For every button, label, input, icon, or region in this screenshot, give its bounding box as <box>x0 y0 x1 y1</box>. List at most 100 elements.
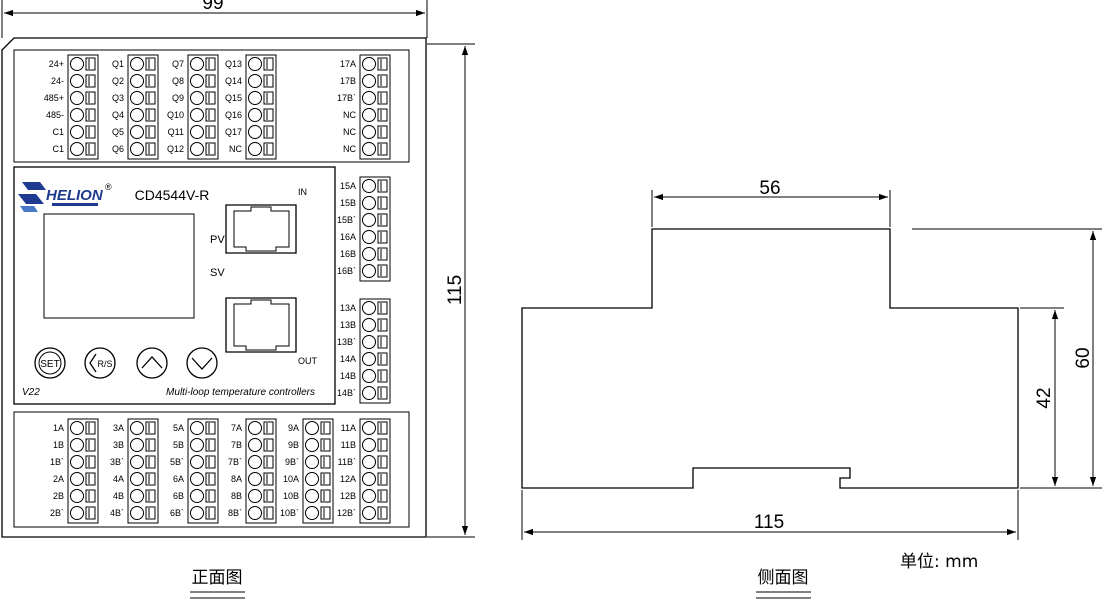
terminal-slot <box>205 421 216 435</box>
terminal-slot <box>145 489 156 503</box>
terminal-screw <box>70 472 84 486</box>
terminal-label: Q15 <box>225 93 242 103</box>
front-width-dimension: 99 <box>1 0 428 38</box>
terminal-label: Q4 <box>112 110 124 120</box>
terminal-screw <box>362 57 376 71</box>
terminal-block: 9A 9B 9B` 10A 10B 10B` <box>280 418 334 524</box>
terminal-label: Q10 <box>167 110 184 120</box>
terminal-label: 9B` <box>285 457 299 467</box>
terminal-screw <box>248 74 262 88</box>
terminal-screw <box>190 506 204 520</box>
terminal-slot <box>377 506 388 520</box>
terminal-label: 8B <box>231 491 242 501</box>
front-height-dimension: 115 <box>427 43 475 538</box>
terminal-screw <box>190 74 204 88</box>
terminal-screw <box>130 506 144 520</box>
terminal-screw <box>362 213 376 227</box>
terminal-slot <box>263 74 274 88</box>
terminal-screw <box>362 142 376 156</box>
terminal-slot <box>85 142 96 156</box>
terminal-label: Q16 <box>225 110 242 120</box>
terminal-label: Q9 <box>172 93 184 103</box>
model-number: CD4544V-R <box>135 187 210 203</box>
terminal-slot <box>377 421 388 435</box>
terminal-screw <box>362 352 376 366</box>
terminal-label: 4B <box>113 491 124 501</box>
terminal-label: 8A <box>231 474 242 484</box>
terminal-screw <box>190 91 204 105</box>
terminal-screw <box>130 74 144 88</box>
terminal-screw <box>362 335 376 349</box>
terminal-screw <box>305 506 319 520</box>
terminal-screw <box>362 196 376 210</box>
terminal-slot <box>205 489 216 503</box>
terminal-slot <box>263 438 274 452</box>
in-label: IN <box>298 187 307 197</box>
terminal-slot <box>377 91 388 105</box>
terminal-screw <box>362 301 376 315</box>
terminal-slot <box>85 506 96 520</box>
terminal-screw <box>362 318 376 332</box>
down-arrow-icon <box>191 357 213 370</box>
terminal-label: 3A <box>113 423 124 433</box>
side-view-caption: 侧面图 <box>758 568 809 588</box>
terminal-label: 10B <box>283 491 299 501</box>
terminal-screw <box>248 506 262 520</box>
terminal-slot <box>377 213 388 227</box>
terminal-screw <box>362 125 376 139</box>
up-arrow-icon <box>141 356 163 369</box>
terminal-label: 9A <box>288 423 299 433</box>
terminal-slot <box>145 91 156 105</box>
up-button[interactable] <box>136 347 168 379</box>
terminal-slot <box>377 386 388 400</box>
terminal-label: 15B` <box>337 215 356 225</box>
front-view-caption: 正面图 <box>192 568 243 588</box>
terminal-label: 9B <box>288 440 299 450</box>
set-button[interactable]: SET <box>34 347 66 379</box>
terminal-label: 16B <box>340 249 356 259</box>
terminal-screw <box>362 472 376 486</box>
terminal-label: 5B <box>173 440 184 450</box>
terminal-screw <box>190 455 204 469</box>
terminal-slot <box>377 369 388 383</box>
unit-label: 单位: mm <box>900 552 978 572</box>
terminal-screw <box>130 125 144 139</box>
terminal-slot <box>85 125 96 139</box>
registered-mark: ® <box>105 182 112 192</box>
terminal-slot <box>377 247 388 261</box>
terminal-slot <box>263 108 274 122</box>
terminal-label: 14A <box>340 354 356 364</box>
terminal-label: 13B` <box>337 337 356 347</box>
terminal-label: 5B` <box>170 457 184 467</box>
terminal-label: NC <box>229 144 242 154</box>
terminal-slot <box>377 352 388 366</box>
side-outer-height-value: 60 <box>1073 347 1094 368</box>
terminal-screw <box>305 421 319 435</box>
terminal-screw <box>130 421 144 435</box>
terminal-label: Q1 <box>112 59 124 69</box>
terminal-slot <box>263 489 274 503</box>
down-button[interactable] <box>186 347 218 379</box>
terminal-label: 10B` <box>280 508 299 518</box>
terminal-label: 10A <box>283 474 299 484</box>
side-top-dimension: 56 <box>651 178 891 227</box>
terminal-slot <box>85 108 96 122</box>
logo-text: HELION <box>46 187 104 204</box>
terminal-slot <box>263 142 274 156</box>
run-stop-button[interactable]: R/S <box>84 347 116 379</box>
terminal-slot <box>377 179 388 193</box>
terminal-label: 1B <box>53 440 64 450</box>
terminal-screw <box>362 421 376 435</box>
terminal-slot <box>320 472 331 486</box>
terminal-label: 8B` <box>228 508 242 518</box>
terminal-screw <box>190 108 204 122</box>
terminal-screw <box>248 438 262 452</box>
terminal-label: 17B` <box>337 93 356 103</box>
front-panel <box>13 166 336 405</box>
terminal-label: 16B` <box>337 266 356 276</box>
terminal-slot <box>145 74 156 88</box>
terminal-label: 13B <box>340 320 356 330</box>
